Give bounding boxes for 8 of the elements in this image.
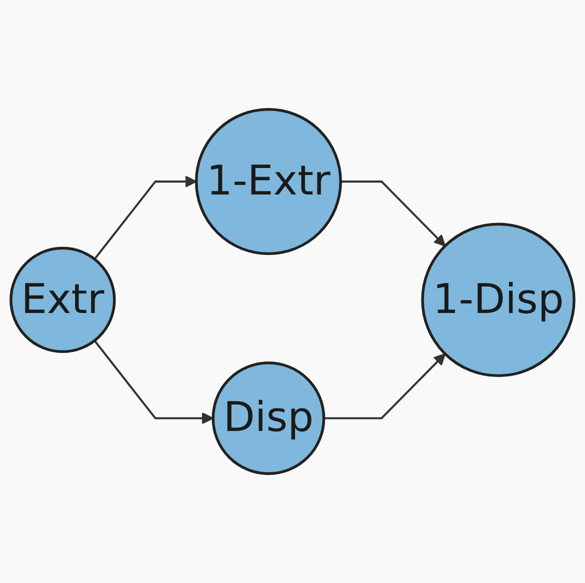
arrow: [94, 176, 197, 260]
node-circle: Disp: [212, 362, 326, 475]
arrow: [94, 340, 214, 424]
arrow: [324, 353, 446, 420]
node-circle: 1-Disp: [421, 222, 576, 378]
arrow: [340, 180, 446, 246]
node-circle: Extr: [10, 246, 116, 353]
node-circle: 1-Extr: [194, 108, 342, 256]
